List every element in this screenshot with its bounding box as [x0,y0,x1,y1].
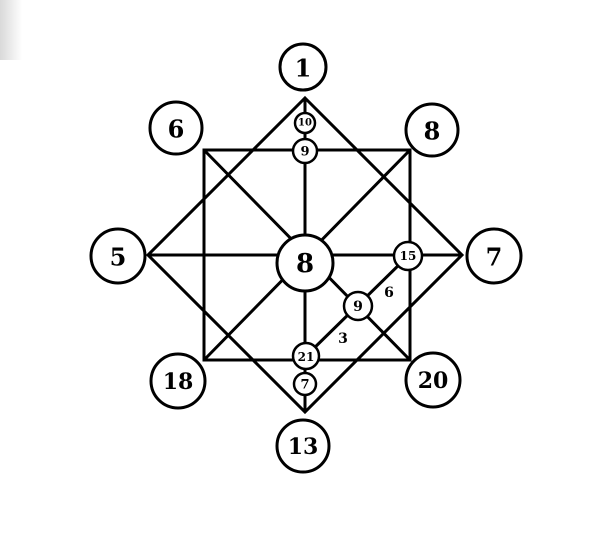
node-top-right-label: 8 [424,117,441,146]
node-bottom-lower-circle [292,371,318,397]
labels: 1 6 8 5 7 18 20 13 8 10 9 15 9 21 7 6 3 [110,54,503,461]
node-bottom-upper-circle [291,341,321,371]
node-bottom-left-circle [149,352,207,410]
node-bottom-left-label: 18 [163,369,194,395]
node-center-circle [275,233,335,293]
edge-label-three: 3 [338,331,348,347]
node-center-label: 8 [296,249,314,279]
node-left-label: 5 [110,243,127,272]
node-diag-mid-circle [342,290,374,322]
node-diag-mid-label: 9 [353,299,363,315]
node-top-label: 1 [295,54,312,83]
outer-circles [89,42,523,474]
edge-shadow [0,0,22,60]
node-bottom-circle [275,418,331,474]
node-bottom-label: 13 [288,434,319,460]
node-top-upper-circle [293,111,317,135]
node-right-mid-circle [392,240,424,272]
edge-label-six: 6 [384,285,394,301]
node-bottom-right-label: 20 [418,368,449,394]
node-bottom-right-circle [404,351,462,409]
inner-circles [291,111,424,397]
node-right-label: 7 [486,243,503,272]
node-bottom-upper-label: 21 [298,350,315,364]
node-top-lower-circle [291,137,319,165]
node-left-circle [89,227,147,285]
node-top-lower-label: 9 [300,145,309,160]
node-top-left-label: 6 [168,115,185,144]
node-top-left-circle [148,100,204,156]
node-top-upper-label: 10 [298,118,312,129]
node-bottom-lower-label: 7 [300,378,309,393]
node-top-circle [278,42,328,92]
node-right-circle [465,227,523,285]
node-top-right-circle [404,102,460,158]
node-right-mid-label: 15 [400,249,417,263]
